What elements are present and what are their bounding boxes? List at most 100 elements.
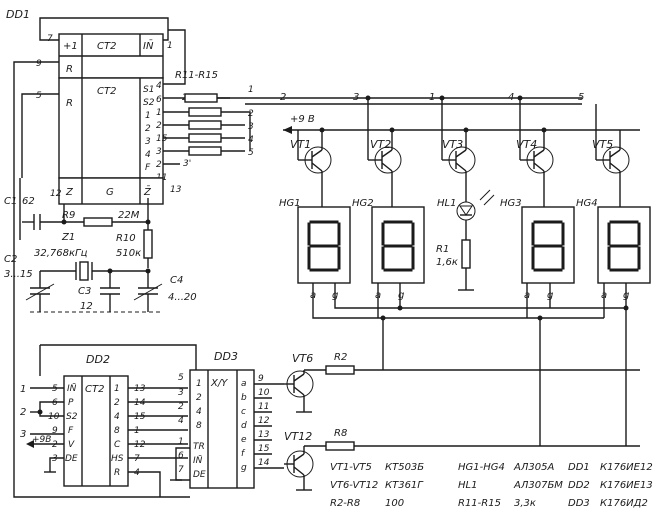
vt6-label: VT6: [292, 352, 313, 365]
dd2-pin12: 12: [134, 440, 146, 450]
dd2-ext-1: 1: [20, 384, 26, 395]
dd3-d: d: [241, 421, 247, 431]
dd3-label: DD3: [214, 350, 238, 363]
dd1-top-in1: +1: [63, 41, 78, 52]
dd1-pin2: 2: [156, 121, 162, 131]
dd2-f: F: [68, 426, 74, 436]
dd2-p: P: [68, 398, 74, 408]
r8-label: R8: [334, 428, 347, 439]
r2-label: R2: [334, 352, 347, 363]
dd2-de: DE: [65, 454, 78, 464]
dd2-pin10: 10: [48, 412, 60, 422]
bank-out-4: 4: [248, 135, 254, 145]
dd1-pin15: 15: [156, 134, 168, 144]
c4-label: C4: [170, 275, 183, 286]
dd3-f: f: [241, 449, 246, 459]
c1-value: 62: [22, 196, 35, 207]
dd1-q3: 3: [145, 137, 151, 147]
dd2-chip: IN̄ P S2 F V DE CT2 1 2 4 8 C HS R 5 6 1…: [20, 375, 146, 487]
hg2-pin-g: g: [398, 290, 404, 301]
parts-ref-4: HL1: [458, 480, 477, 491]
hl1-label: HL1: [437, 198, 456, 209]
dd3-de: DE: [193, 470, 206, 480]
parts-ref-2: R2-R8: [330, 498, 360, 509]
dd2-in: IN̄: [67, 382, 77, 394]
dd1-q4: 4: [145, 150, 151, 160]
dd1-pin5: 5: [36, 91, 42, 101]
dd2-label: DD2: [86, 353, 110, 366]
vt3-label: VT3: [442, 138, 463, 151]
parts-ref-0: VT1-VT5: [330, 462, 372, 473]
dd2-hs: HS: [111, 454, 124, 464]
dd3-pin11: 11: [258, 402, 269, 412]
dd3-e: e: [241, 435, 247, 445]
transistor-vt3: VT3: [441, 98, 476, 198]
bank-out-3: 3: [248, 122, 254, 132]
dd3-pin6: 6: [178, 451, 184, 461]
bank-out-2: 2: [248, 109, 254, 119]
dd2-ext-3: 3: [20, 429, 26, 440]
dd1-osc-z: Z: [65, 187, 74, 198]
r10-value: 510к: [116, 248, 141, 259]
parts-part-0: КТ503Б: [385, 462, 424, 473]
node-label-3prime: 3': [183, 159, 191, 169]
transistor-vt12: VT12: [284, 430, 326, 491]
dd1-main-r: R: [66, 98, 73, 109]
dd2-pin1: 1: [134, 426, 140, 436]
hg2-label: HG2: [352, 198, 374, 209]
bank-out-1: 1: [248, 85, 254, 95]
dd2-pin6: 6: [52, 398, 58, 408]
transistor-vt6: VT6: [284, 352, 326, 413]
hg1-label: HG1: [279, 198, 301, 209]
dd2-s2: S2: [66, 412, 78, 422]
dd1-main-ct2: CT2: [97, 86, 116, 97]
z1-value: 32,768кГц: [34, 248, 88, 259]
dd3-c: c: [241, 407, 246, 417]
r1-value: 1,6к: [436, 257, 458, 268]
dd2-c: C: [114, 440, 121, 450]
dd2-pin5: 5: [52, 384, 58, 394]
dd3-pin10: 10: [258, 388, 270, 398]
parts-ref-8: DD3: [568, 498, 590, 509]
resistor-bank-r11-r15: 1 2 3 4 5: [184, 85, 254, 158]
parts-part-2: 100: [385, 498, 404, 509]
dd3-pin2: 2: [178, 402, 184, 412]
r9-label: R9: [62, 210, 75, 221]
resistor-r2: R2: [325, 352, 640, 375]
dd1-q2: 2: [145, 124, 151, 134]
parts-ref-3: HG1-HG4: [458, 462, 505, 473]
bus-label-3: 3: [353, 92, 359, 103]
dd1-top-ct2: CT2: [97, 41, 116, 52]
resistor-r1: R1 1,6к: [436, 220, 474, 291]
parts-list: VT1-VT5 КТ503Б VT6-VT12 КТ361Г R2-R8 100…: [330, 462, 653, 509]
dd1-pin2b: 2: [156, 160, 162, 170]
bus-label-2: 2: [280, 92, 286, 103]
c3-label: C3: [78, 286, 91, 297]
dd3-pin12: 12: [258, 416, 270, 426]
bus-label-5: 5: [578, 92, 584, 103]
dd2-pin3: 3: [52, 454, 58, 464]
dd2-pin9: 9: [52, 426, 58, 436]
vt4-label: VT4: [516, 138, 537, 151]
dd3-pin14: 14: [258, 458, 270, 468]
dd1-pin13: 13: [170, 185, 182, 195]
dd3-g: g: [241, 463, 247, 473]
dd3-chip: X/Y 1 2 4 8 TR IN̄ DE a b c d e f g 5 3 …: [178, 369, 270, 489]
dd2-wiring: [26, 344, 197, 497]
dd3-a: a: [241, 379, 247, 389]
transistor-vt5: VT5: [592, 104, 630, 196]
parts-ref-1: VT6-VT12: [330, 480, 378, 491]
resistor-r8: R8: [325, 428, 640, 451]
dd1-pin3: 3: [156, 147, 162, 157]
c2-label: C2: [4, 254, 17, 265]
dd3-pin5: 5: [178, 373, 184, 383]
dd3-wiring: [170, 383, 284, 481]
vt2-label: VT2: [370, 138, 391, 151]
transistor-vt1: VT1: [290, 130, 332, 196]
dd1-osc-zbar: Z̄: [143, 185, 152, 198]
dd1-pin12: 12: [50, 189, 62, 199]
dd2-pin15: 15: [134, 412, 146, 422]
dd1-q1: 1: [145, 111, 151, 121]
dd1-s2: S2: [143, 98, 155, 108]
